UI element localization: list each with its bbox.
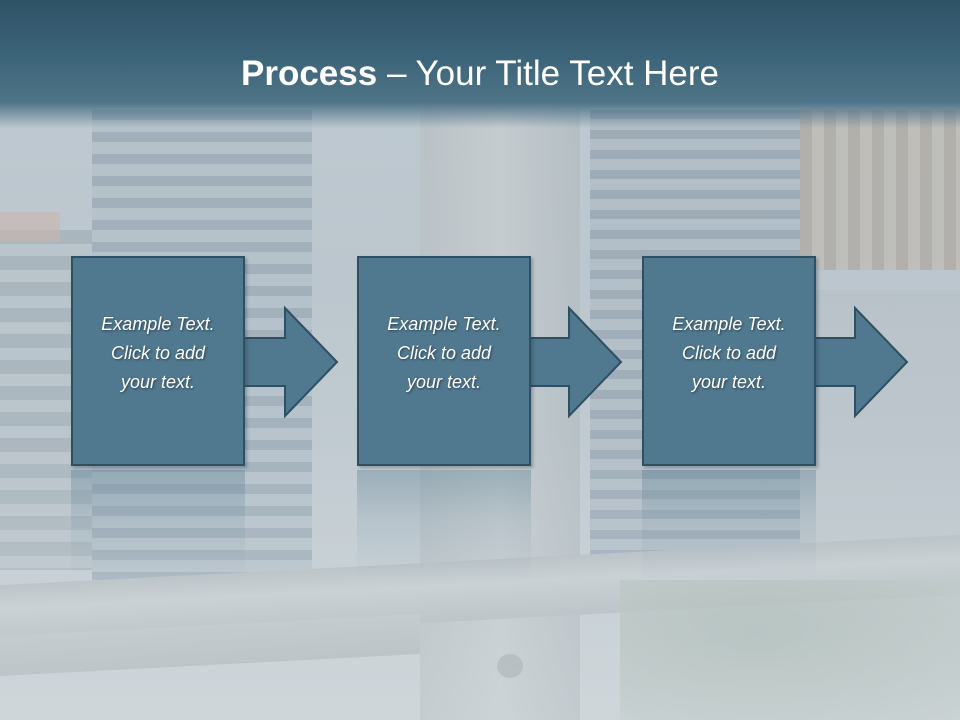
title-rest-part: – Your Title Text Here xyxy=(377,54,719,93)
arrow-right-icon xyxy=(526,305,623,419)
step-box[interactable] xyxy=(357,256,531,466)
step-box[interactable] xyxy=(71,256,245,466)
step-reflection xyxy=(357,470,531,580)
step-box[interactable] xyxy=(642,256,816,466)
title-bold-part: Process xyxy=(241,54,378,93)
process-step-1[interactable]: Example Text. Click to add your text. xyxy=(71,256,411,466)
step-text[interactable]: Example Text. Click to add your text. xyxy=(387,314,501,392)
process-step-2[interactable]: Example Text. Click to add your text. xyxy=(357,256,697,466)
process-step-3[interactable]: Example Text. Click to add your text. xyxy=(642,256,960,466)
step-text[interactable]: Example Text. Click to add your text. xyxy=(101,314,215,392)
title-band xyxy=(0,0,960,128)
arrow-right-icon xyxy=(811,305,909,419)
arrow-right-icon xyxy=(240,305,339,419)
step-reflection xyxy=(642,470,816,580)
step-text[interactable]: Example Text. Click to add your text. xyxy=(672,314,786,392)
step-reflection xyxy=(71,470,245,580)
slide-title[interactable]: Process – Your Title Text Here xyxy=(0,52,960,96)
